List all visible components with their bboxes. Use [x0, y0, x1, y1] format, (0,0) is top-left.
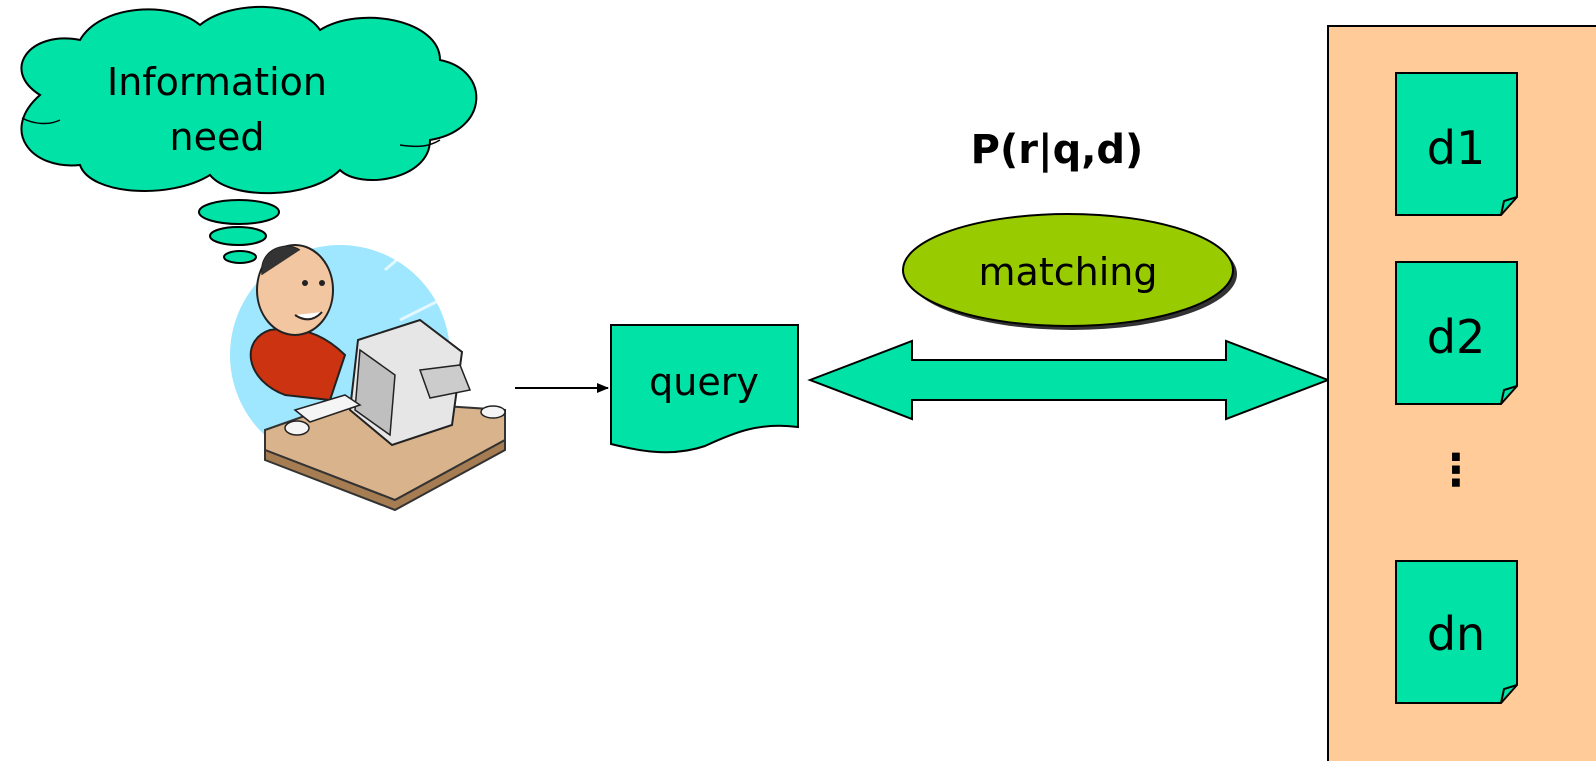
document-d2-shape [1395, 261, 1518, 405]
document-dn-label: dn [1427, 607, 1485, 661]
probability-label: P(r|q,d) [971, 127, 1144, 174]
information-need-cloud: Information need [20, 5, 478, 195]
matching-ellipse-shape [902, 213, 1234, 327]
thought-bubble-small [223, 250, 257, 264]
page-curl [1500, 196, 1518, 216]
matching-ellipse: matching [902, 213, 1237, 330]
matching-label: matching [979, 250, 1158, 294]
double-headed-arrow [807, 339, 1331, 421]
information-need-line2: need [170, 115, 265, 159]
document-dn: dn [1395, 560, 1518, 704]
thought-bubble-large [198, 199, 280, 225]
document-d2-label: d2 [1427, 310, 1485, 364]
document-dn-shape [1395, 560, 1518, 704]
thought-bubble-medium [209, 226, 267, 246]
person-at-computer-icon [230, 238, 506, 512]
query-label: query [649, 360, 759, 404]
document-d1: d1 [1395, 72, 1518, 216]
cloud-fold-line [399, 139, 441, 148]
page-curl [1500, 385, 1518, 405]
document-d1-shape [1395, 72, 1518, 216]
ellipsis-label: ⋮ [1434, 445, 1478, 496]
document-d1-label: d1 [1427, 121, 1485, 175]
page-curl [1500, 684, 1518, 704]
cloud-shape [20, 5, 478, 195]
cloud-fold-line [21, 117, 61, 125]
query-document: query [610, 324, 799, 454]
query-document-shape [610, 324, 799, 454]
document-d2: d2 [1395, 261, 1518, 405]
information-need-line1: Information [107, 60, 327, 104]
